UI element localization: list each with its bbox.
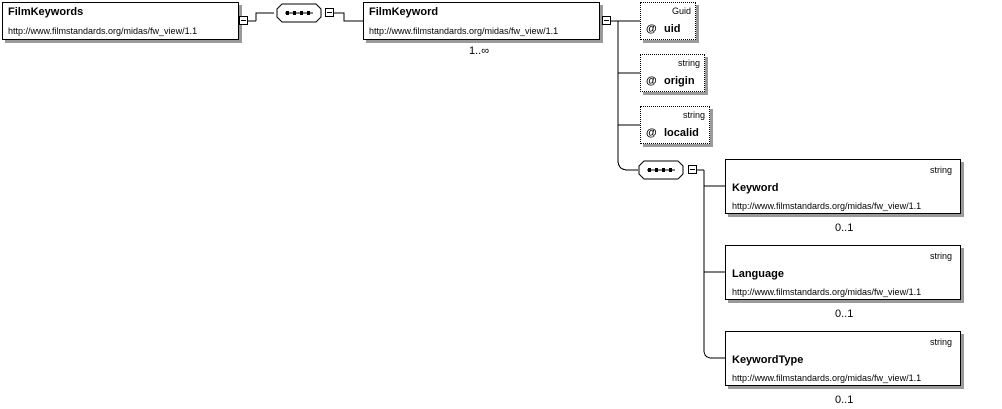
attribute-marker: @: [646, 75, 657, 87]
attribute-type: string: [677, 58, 700, 68]
attribute-marker: @: [646, 23, 657, 35]
attribute-type: Guid: [671, 6, 691, 16]
root-element-namespace: http://www.filmstandards.org/midas/fw_vi…: [8, 26, 198, 36]
sequence-collapse-toggle[interactable]: [688, 165, 697, 174]
attribute-type: string: [682, 110, 705, 120]
element-name: KeywordType: [732, 354, 804, 366]
element-namespace: http://www.filmstandards.org/midas/fw_vi…: [732, 373, 922, 383]
element-namespace: http://www.filmstandards.org/midas/fw_vi…: [732, 201, 922, 211]
element-box-keywordtype[interactable]: string KeywordType http://www.filmstanda…: [725, 331, 961, 386]
filmkeyword-element-box[interactable]: FilmKeyword http://www.filmstandards.org…: [363, 2, 600, 40]
element-cardinality: 0..1: [835, 308, 854, 320]
root-collapse-toggle[interactable]: [239, 16, 248, 25]
element-cardinality: 0..1: [835, 222, 854, 234]
attribute-box-origin[interactable]: string @ origin: [640, 54, 705, 92]
attribute-box-localid[interactable]: string @ localid: [640, 106, 710, 144]
element-box-language[interactable]: string Language http://www.filmstandards…: [725, 245, 961, 300]
filmkeyword-element-name: FilmKeyword: [369, 6, 439, 18]
element-box-keyword[interactable]: string Keyword http://www.filmstandards.…: [725, 159, 961, 214]
sequence-collapse-toggle[interactable]: [325, 8, 334, 17]
element-type: string: [929, 165, 952, 175]
root-element-box[interactable]: FilmKeywords http://www.filmstandards.or…: [2, 2, 239, 40]
attribute-name: uid: [664, 23, 681, 35]
attribute-name: localid: [664, 127, 699, 139]
element-cardinality: 0..1: [835, 394, 854, 406]
filmkeyword-cardinality: 1..∞: [469, 45, 490, 57]
element-namespace: http://www.filmstandards.org/midas/fw_vi…: [732, 287, 922, 297]
sequence-compositor-icon[interactable]: [276, 3, 322, 23]
attribute-marker: @: [646, 127, 657, 139]
element-type: string: [929, 251, 952, 261]
attribute-box-uid[interactable]: Guid @ uid: [640, 2, 696, 40]
attribute-name: origin: [664, 75, 695, 87]
filmkeyword-element-namespace: http://www.filmstandards.org/midas/fw_vi…: [369, 26, 559, 36]
filmkeyword-collapse-toggle[interactable]: [602, 16, 611, 25]
element-name: Language: [732, 268, 784, 280]
sequence-compositor-icon[interactable]: [638, 160, 684, 180]
element-type: string: [929, 337, 952, 347]
root-element-name: FilmKeywords: [8, 6, 84, 18]
element-name: Keyword: [732, 182, 779, 194]
